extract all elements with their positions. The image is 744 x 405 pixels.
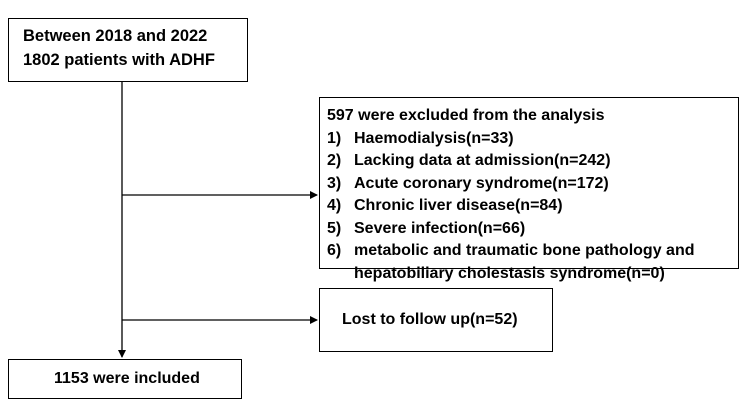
exclusion-item-text: Acute coronary syndrome(n=172) xyxy=(354,174,609,192)
exclusion-item-number: 6) xyxy=(327,242,342,259)
exclusion-item-text: Chronic liver disease(n=84) xyxy=(354,197,563,214)
exclusion-item: 5) Severe infection(n=66) xyxy=(327,218,738,241)
exclusion-item: 1) Haemodialysis(n=33) xyxy=(327,128,738,151)
exclusion-item-number: 5) xyxy=(327,219,342,237)
exclusion-item-text: Severe infection(n=66) xyxy=(354,219,526,237)
exclusion-item: 2) Lacking data at admission(n=242) xyxy=(327,150,738,173)
exclusion-item-text: Haemodialysis(n=33) xyxy=(354,129,514,147)
exclusion-item: 6) metabolic and traumatic bone patholog… xyxy=(327,240,738,285)
exclusion-item-text-continued: hepatobiliary cholestasis syndrome(n=0) xyxy=(354,264,665,282)
exclusion-item-number: 4) xyxy=(327,197,342,214)
included-box: 1153 were included xyxy=(8,359,242,399)
exclusion-item: 4) Chronic liver disease(n=84) xyxy=(327,195,738,218)
lost-to-follow-up-box: Lost to follow up(n=52) xyxy=(319,288,553,352)
start-box-line-2: 1802 patients with ADHF xyxy=(23,51,215,69)
exclusion-item-number: 2) xyxy=(327,152,342,169)
included-text: 1153 were included xyxy=(54,370,200,387)
exclusion-item-text-block: metabolic and traumatic bone pathology a… xyxy=(354,240,694,285)
exclusion-item-number: 3) xyxy=(327,174,342,192)
start-box-line-1: Between 2018 and 2022 xyxy=(23,27,208,45)
exclusion-item-text: metabolic and traumatic bone pathology a… xyxy=(354,242,695,259)
exclusion-title: 597 were excluded from the analysis xyxy=(327,107,605,124)
lost-to-follow-up-text: Lost to follow up(n=52) xyxy=(342,311,518,328)
exclusion-item-number: 1) xyxy=(327,129,342,147)
exclusion-box: 597 were excluded from the analysis 1) H… xyxy=(319,97,739,282)
start-box: Between 2018 and 2022 1802 patients with… xyxy=(8,18,248,82)
exclusion-item: 3) Acute coronary syndrome(n=172) xyxy=(327,173,738,196)
exclusion-item-text: Lacking data at admission(n=242) xyxy=(354,152,611,169)
